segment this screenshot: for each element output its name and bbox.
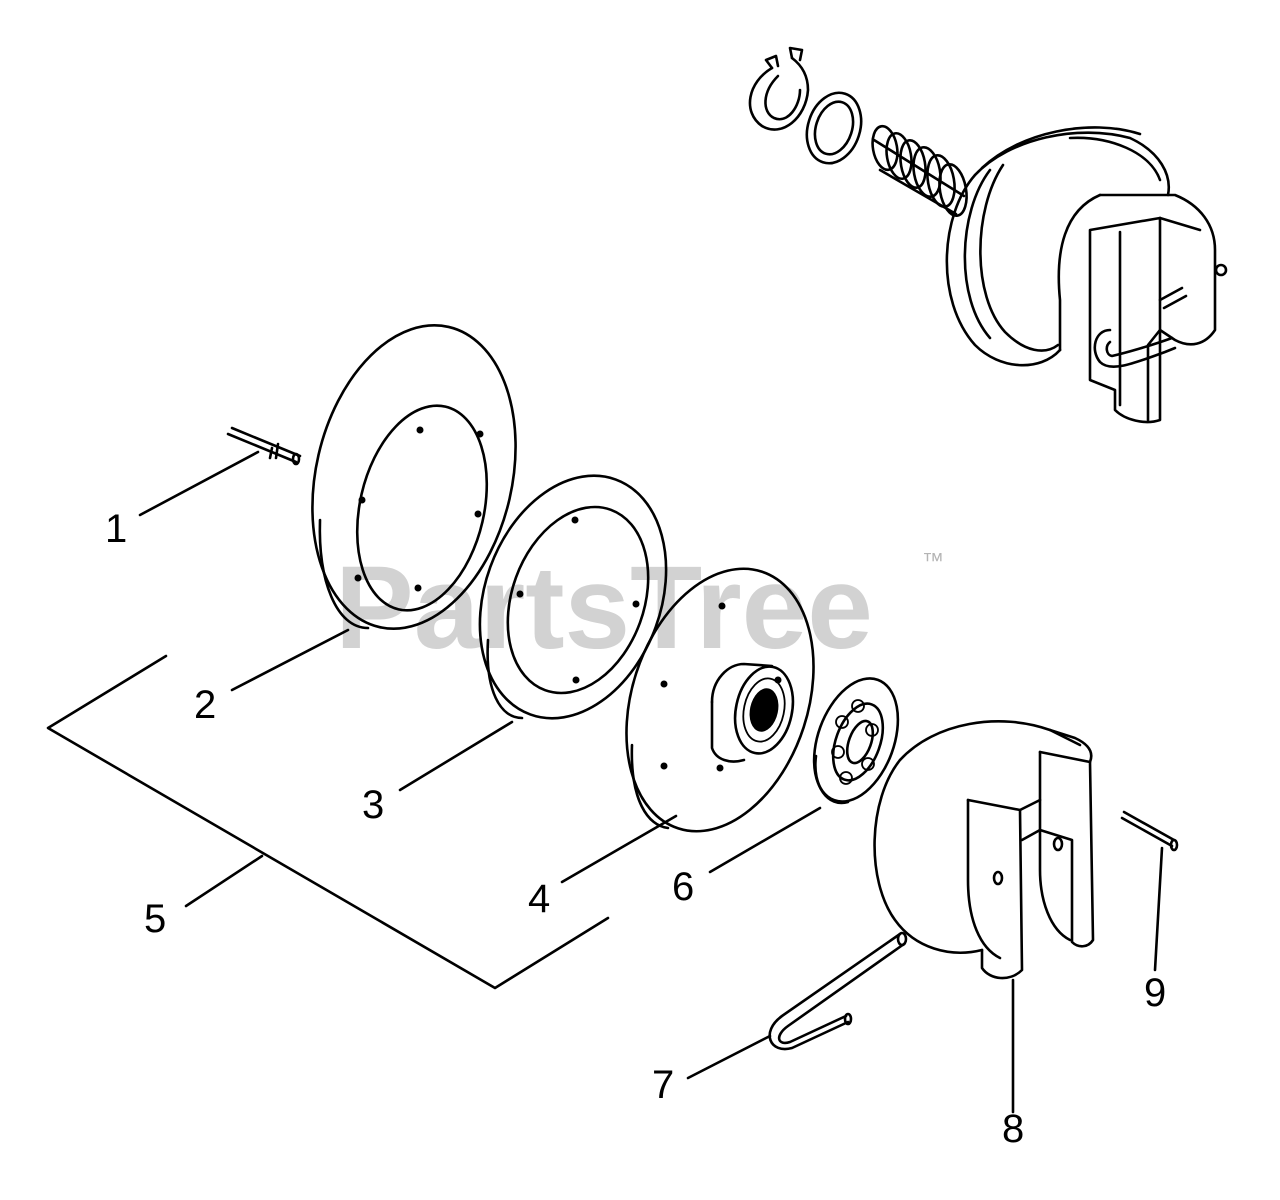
pin-part-1: [226, 426, 302, 466]
ball-bearing-part-6: [812, 677, 900, 805]
callout-2: 2: [194, 683, 216, 727]
callout-5: 5: [144, 897, 166, 941]
watermark-trademark: ™: [922, 548, 944, 573]
callout-3: 3: [362, 783, 384, 827]
callout-9: 9: [1144, 971, 1166, 1015]
callout-4: 4: [528, 877, 550, 921]
assembly-bracket-item-5: [46, 654, 610, 990]
lower-housing-part-8: [873, 720, 1095, 980]
callout-8: 8: [1002, 1107, 1024, 1151]
callout-1: 1: [105, 507, 127, 551]
callout-labels: 1 2 3 4 5 6 7 8 9: [105, 507, 1166, 1151]
cotter-pin-part-9: [1120, 810, 1179, 852]
retaining-ring-part: [748, 46, 810, 131]
upper-clutch-housing: [945, 126, 1228, 424]
callout-7: 7: [652, 1063, 674, 1107]
compression-spring-part: [871, 124, 968, 218]
washer-part: [805, 91, 863, 165]
leader-lines: [138, 450, 1164, 1114]
friction-ring-part-2: [311, 324, 517, 630]
j-pin-part-7: [768, 931, 908, 1051]
watermark-logo: PartsTree: [335, 542, 873, 674]
drive-plate-part-4: [625, 567, 815, 833]
callout-6: 6: [672, 865, 694, 909]
friction-disc-part-3: [478, 474, 668, 720]
